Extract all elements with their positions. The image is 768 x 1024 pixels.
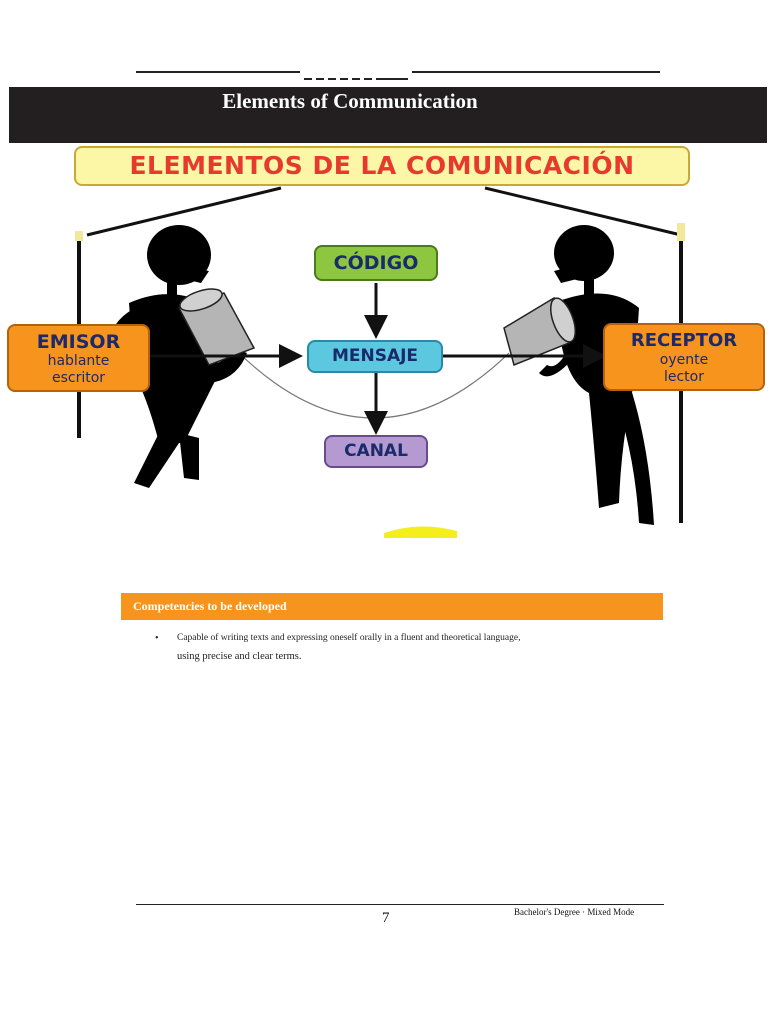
sender-can [177,288,256,366]
emisor-line1: hablante [47,353,110,369]
canal-box: CANAL [324,435,428,468]
codigo-box: CÓDIGO [314,245,438,281]
header-rule-left [136,71,300,73]
title-band [9,87,767,143]
bullet-marker: • [155,633,159,644]
header-rule-mark [304,67,408,80]
receptor-title: RECEPTOR [630,330,738,351]
competencies-title: Competencies to be developed [133,599,287,613]
emisor-line2: escritor [51,370,106,386]
page-number: 7 [382,910,390,926]
competencies-bar [121,593,663,620]
communication-diagram: ELEMENTOS DE LA COMUNICACIÓN CÓDIGO MENS… [7,143,767,538]
banner-string-right [484,186,682,237]
competency-text-line1: Capable of writing texts and expressing … [177,633,521,643]
receiver-can [503,296,577,367]
section-title: Elements of Communication [222,89,478,113]
pole-left-cap [75,231,83,241]
mensaje-box: MENSAJE [307,340,443,373]
degree-label: Bachelor's Degree · Mixed Mode [514,907,635,917]
emisor-title: EMISOR [36,331,121,353]
banner-string-left [86,186,282,237]
pole-right-cap [677,223,685,241]
receptor-box: RECEPTOR oyente lector [603,323,765,391]
banner-title: ELEMENTOS DE LA COMUNICACIÓN [74,146,690,186]
receptor-line1: oyente [659,352,709,368]
footer-rule [136,904,664,905]
receptor-line2: lector [663,369,704,385]
decor-yellow [384,526,457,538]
emisor-box: EMISOR hablante escritor [7,324,150,392]
header-rule-right [412,71,660,73]
competency-text-line2: using precise and clear terms. [177,651,302,662]
